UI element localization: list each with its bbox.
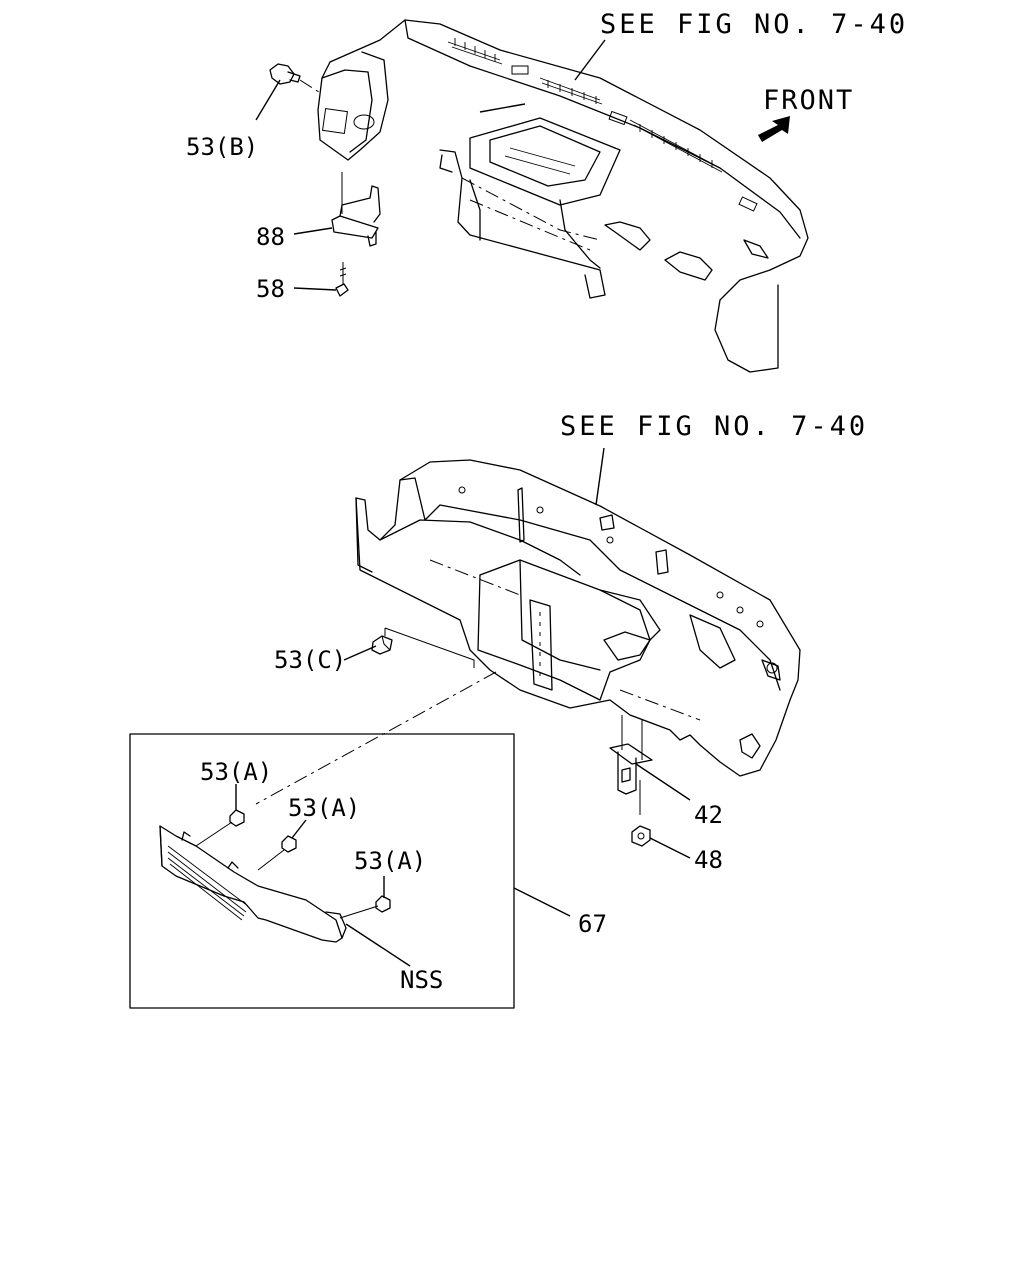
- leader-48: [649, 837, 691, 859]
- leader-53c: [343, 645, 377, 661]
- leader-67: [513, 887, 571, 917]
- leader-42: [635, 763, 691, 801]
- callout-58: 58: [256, 275, 285, 303]
- reference-label-lower: SEE FIG NO. 7-40: [560, 411, 868, 442]
- leader-88: [293, 227, 333, 235]
- screw-58-part: [335, 262, 349, 297]
- bracket-42-part: [609, 715, 653, 815]
- bracket-88-part: [331, 172, 381, 247]
- callout-42: 42: [694, 801, 723, 829]
- front-direction-arrow: [758, 116, 790, 142]
- trim-panel-67-box: [129, 733, 515, 1009]
- clip-53b-part: [269, 63, 323, 95]
- callout-53a-2: 53(A): [288, 794, 360, 822]
- callout-53a-1: 53(A): [200, 758, 272, 786]
- callout-48: 48: [694, 846, 723, 874]
- leader-nss: [345, 923, 411, 967]
- leader-53b: [255, 79, 281, 121]
- front-label: FRONT: [763, 85, 854, 116]
- callout-nss: NSS: [400, 966, 443, 994]
- cross-member-frame-lower: [355, 447, 801, 777]
- leader-58: [293, 287, 337, 291]
- reference-label-upper: SEE FIG NO. 7-40: [600, 9, 908, 40]
- instrument-panel-upper: [317, 19, 809, 373]
- callout-53c: 53(C): [274, 646, 346, 674]
- leader-53a-2: [291, 819, 307, 839]
- trim-panel-67-part: [159, 821, 379, 943]
- link-line: [255, 671, 497, 805]
- callout-67: 67: [578, 910, 607, 938]
- nut-48-part: [631, 825, 651, 847]
- callout-53b: 53(B): [186, 133, 258, 161]
- callout-53a-3: 53(A): [354, 847, 426, 875]
- clip-53c-part: [371, 627, 475, 668]
- callout-88: 88: [256, 223, 285, 251]
